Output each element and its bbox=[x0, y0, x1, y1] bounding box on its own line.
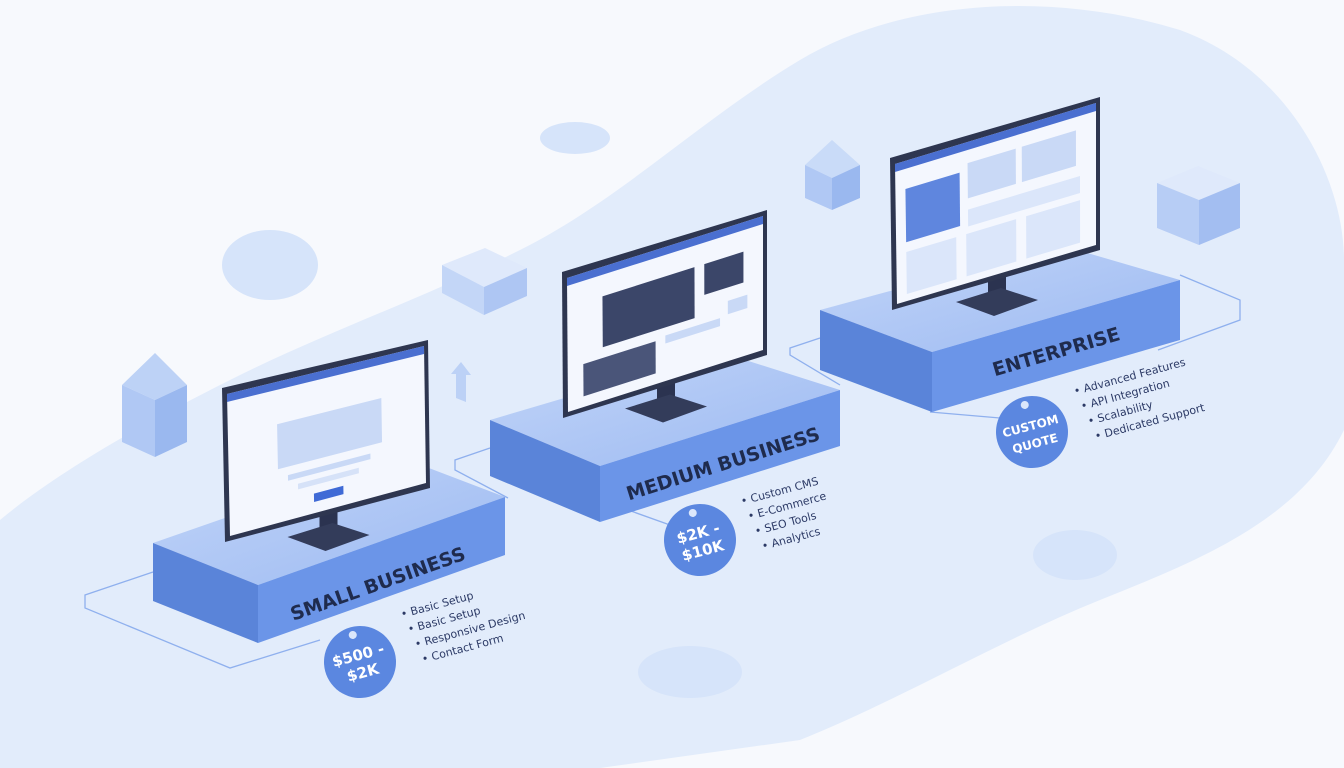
cart-icon bbox=[727, 294, 748, 315]
table-card bbox=[1026, 200, 1081, 259]
cta-button bbox=[313, 485, 344, 503]
platform-front bbox=[258, 497, 505, 643]
menu-card bbox=[906, 237, 957, 295]
thumbnail-grid bbox=[583, 341, 656, 397]
text-line bbox=[287, 453, 371, 481]
cube-decoration bbox=[442, 248, 527, 315]
monitor-base bbox=[287, 523, 370, 551]
price-tag-body bbox=[324, 626, 396, 698]
screen-topbar bbox=[227, 346, 424, 402]
decor-blob bbox=[222, 230, 318, 300]
cube-decoration bbox=[1157, 166, 1240, 245]
stats-card bbox=[967, 148, 1016, 199]
platform-side bbox=[153, 543, 258, 643]
price-tag-hole bbox=[688, 508, 697, 517]
price-tag-hole bbox=[348, 630, 357, 639]
text-line bbox=[665, 318, 721, 344]
price-tag: $2K -$10K bbox=[664, 504, 736, 576]
donut-card bbox=[966, 219, 1017, 277]
screen-topbar bbox=[567, 216, 763, 286]
decor-blob bbox=[1033, 530, 1117, 580]
monitor-base bbox=[625, 394, 707, 423]
platform-front bbox=[600, 390, 840, 522]
decor-blob bbox=[638, 646, 742, 698]
chart-card bbox=[1021, 130, 1076, 183]
profile-card bbox=[905, 172, 961, 243]
platform-side bbox=[490, 420, 600, 522]
text-line bbox=[297, 467, 359, 490]
platform-side bbox=[820, 310, 932, 412]
monitor-base bbox=[956, 288, 1038, 316]
platform-front bbox=[932, 280, 1180, 412]
price-tag-hole bbox=[1020, 400, 1029, 409]
video-hero bbox=[602, 267, 695, 348]
price-tag-body bbox=[664, 504, 736, 576]
hero-image bbox=[277, 397, 383, 470]
price-tag: $500 -$2K bbox=[324, 626, 396, 698]
tier-1: MEDIUM BUSINESS$2K -$10K• Custom CMS• E-… bbox=[490, 210, 840, 576]
text-line bbox=[967, 175, 1081, 227]
price-tag-body bbox=[996, 396, 1068, 468]
screen-topbar bbox=[895, 103, 1096, 172]
profile-image bbox=[704, 251, 744, 295]
pyramid-decoration bbox=[805, 140, 860, 210]
pyramid-decoration bbox=[122, 353, 187, 457]
decor-blob bbox=[540, 122, 610, 154]
arrow-up-decoration bbox=[451, 362, 471, 402]
